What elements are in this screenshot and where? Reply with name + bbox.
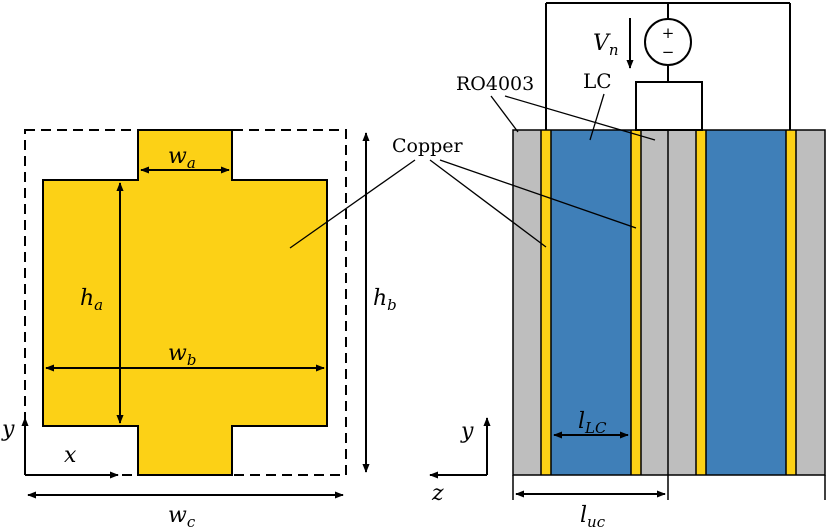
label-w-b: wb bbox=[168, 341, 196, 369]
substrate-layer bbox=[641, 130, 668, 475]
copper-layer bbox=[786, 130, 796, 475]
copper-patch bbox=[42, 129, 328, 476]
label-lc: LC bbox=[583, 69, 612, 93]
label-v-n: Vn bbox=[593, 31, 619, 59]
label-copper: Copper bbox=[392, 135, 464, 157]
substrate-layer bbox=[668, 130, 696, 475]
bias-circuit bbox=[545, 2, 791, 131]
leader-lines bbox=[289, 93, 656, 249]
substrate-layer bbox=[513, 130, 541, 475]
label-l-uc: luc bbox=[580, 503, 606, 530]
lc-layer bbox=[706, 130, 786, 475]
label-axis-z: z bbox=[431, 481, 444, 506]
copper-layer bbox=[631, 130, 641, 475]
lc-layer bbox=[551, 130, 631, 475]
label-axis-y-left: y bbox=[1, 417, 15, 442]
copper-layer bbox=[541, 130, 551, 475]
source-minus: − bbox=[662, 43, 675, 61]
label-axis-y-right: y bbox=[460, 419, 474, 444]
electrode-block bbox=[635, 81, 703, 131]
label-w-c: wc bbox=[168, 503, 196, 530]
label-ro4003: RO4003 bbox=[456, 73, 534, 95]
copper-layer bbox=[696, 130, 706, 475]
patch-view: wa wb ha hb wc y x bbox=[1, 129, 397, 530]
label-l-lc: lLC bbox=[578, 409, 607, 437]
source-plus: + bbox=[662, 24, 675, 42]
label-h-b: hb bbox=[373, 286, 397, 314]
substrate-layer bbox=[796, 130, 825, 475]
label-h-a: ha bbox=[80, 286, 103, 314]
label-w-a: wa bbox=[168, 144, 196, 172]
voltage-source-icon bbox=[644, 18, 692, 66]
label-axis-x: x bbox=[64, 443, 77, 468]
stack-view: + − Vn lLC luc y z bbox=[429, 2, 826, 530]
